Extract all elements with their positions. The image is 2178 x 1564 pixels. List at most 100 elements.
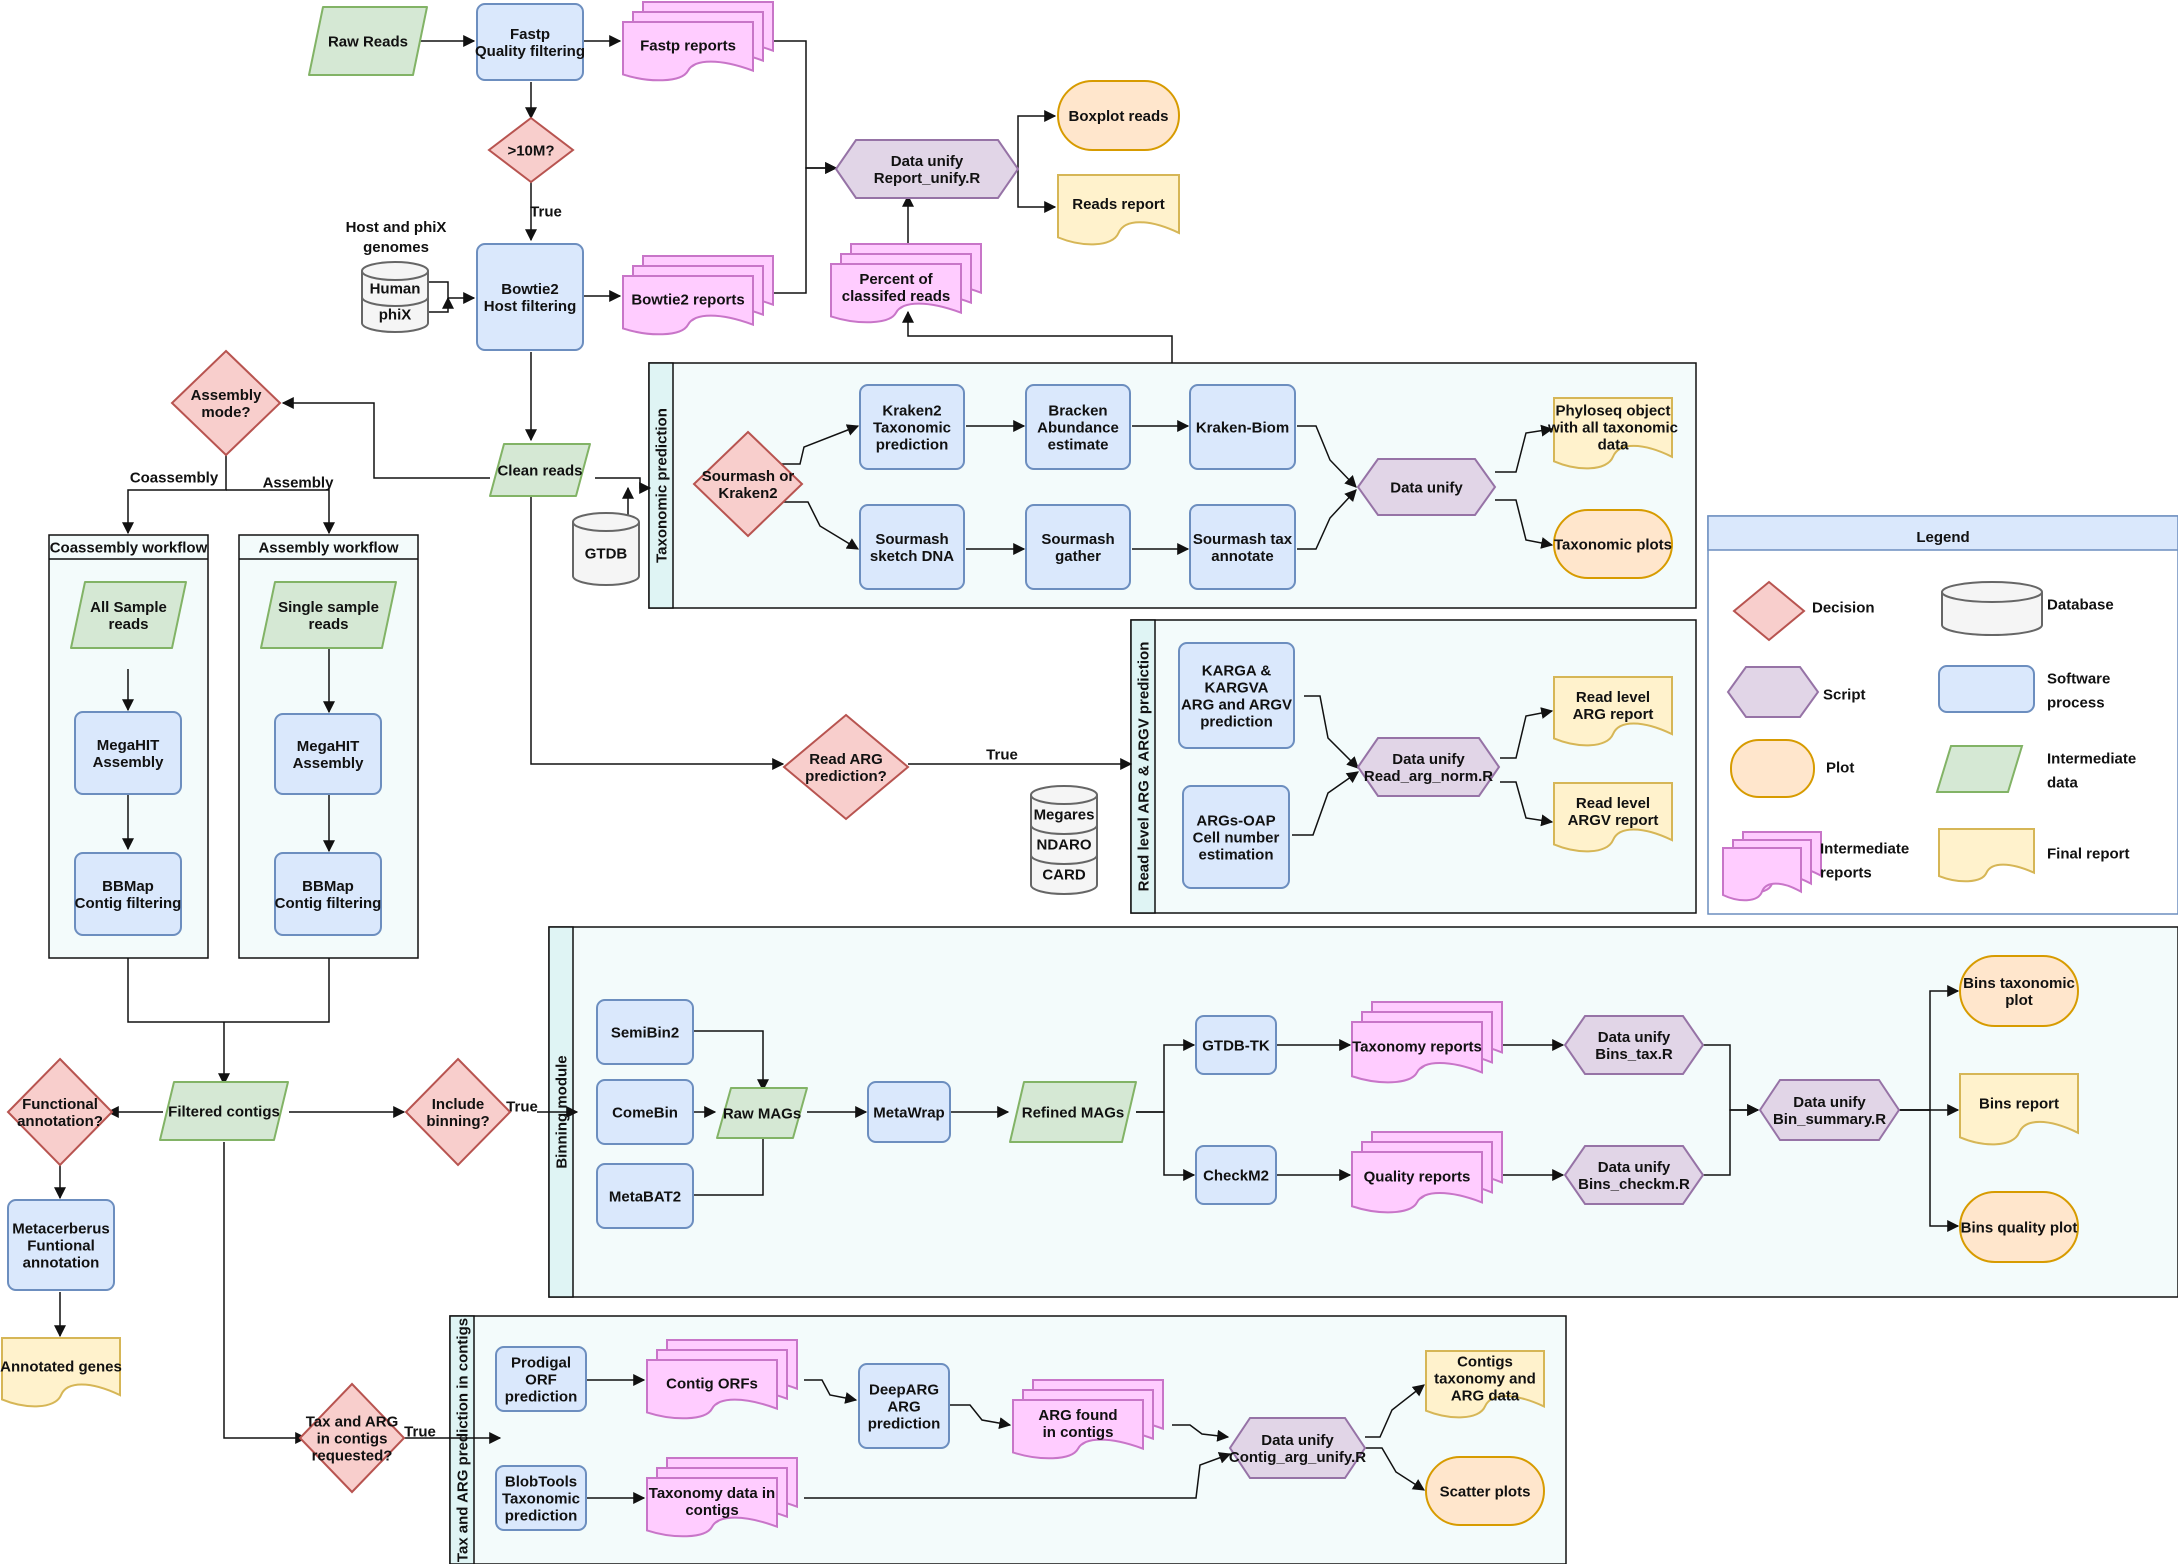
scatter-plots-label: Scatter plots <box>1440 1483 1531 1500</box>
gt10m-decision: >10M? <box>487 116 575 184</box>
flow-arrow <box>1136 1111 1196 1181</box>
metabat2-label: MetaBAT2 <box>609 1188 681 1205</box>
true-4-label: True <box>404 1424 436 1441</box>
flow-arrow <box>693 1126 769 1196</box>
refined-mags-intermediate-data: Refined MAGs <box>1009 1081 1137 1143</box>
db-megares-label: Megares <box>1034 806 1095 823</box>
true-1-label: True <box>530 204 562 221</box>
comebin-label: ComeBin <box>612 1104 678 1121</box>
flow-arrow <box>1500 781 1554 827</box>
raw-mags-intermediate-data: Raw MAGs <box>716 1087 808 1139</box>
true-3-label: True <box>506 1099 538 1116</box>
flow-arrow <box>1172 1424 1230 1442</box>
taxonomy-reports-label: Taxonomy reports <box>1352 1038 1482 1055</box>
flow-arrow <box>1899 1109 1960 1232</box>
boxplot-reads-label: Boxplot reads <box>1068 108 1168 125</box>
data-unify-tax-label: Data unify <box>1390 479 1463 496</box>
flow-arrow <box>428 296 454 313</box>
annotated-genes-label: Annotated genes <box>0 1358 122 1375</box>
flow-arrow <box>1297 425 1357 488</box>
taxonomic-plots-label: Taxonomic plots <box>1554 536 1672 553</box>
semibin2-process: SemiBin2 <box>596 999 694 1065</box>
assembly-edge-edge-label: Assembly <box>263 475 335 492</box>
legend-database-label: Database <box>2047 597 2114 614</box>
flow-arrow <box>804 1452 1232 1499</box>
fastp-reports-label: Fastp reports <box>640 37 736 54</box>
metawrap-label: MetaWrap <box>873 1104 944 1121</box>
true-1-edge-label: True <box>530 204 562 221</box>
raw-reads-label: Raw Reads <box>328 33 408 50</box>
taxonomy-reports-intermediate-reports: Taxonomy reports <box>1351 1001 1503 1084</box>
flow-arrow <box>595 477 652 494</box>
flow-arrow <box>772 162 838 294</box>
flow-arrow <box>122 455 227 535</box>
flow-arrow <box>1304 695 1359 769</box>
gtdb-db-database: GTDB <box>572 512 640 586</box>
quality-reports-intermediate-reports: Quality reports <box>1351 1131 1503 1214</box>
bowtie2-reports-label: Bowtie2 reports <box>631 291 744 308</box>
flow-arrow <box>804 1379 858 1404</box>
metawrap-process: MetaWrap <box>867 1081 951 1143</box>
legend-script-label: Script <box>1823 687 1866 704</box>
clean-reads-label: Clean reads <box>497 462 582 479</box>
checkm2-label: CheckM2 <box>1203 1167 1269 1184</box>
coassembly-edge-label: Coassembly <box>130 470 219 487</box>
fastp-reports-intermediate-reports: Fastp reports <box>622 1 774 82</box>
db-card-label: CARD <box>1042 866 1085 883</box>
flow-arrow <box>1292 771 1359 836</box>
flow-arrow <box>530 496 785 770</box>
flow-arrow <box>693 1030 769 1092</box>
flow-arrow <box>1500 707 1554 759</box>
legend-title-label: Legend <box>1916 529 1969 546</box>
true-2-label: True <box>986 747 1018 764</box>
gt10m-label: >10M? <box>507 142 554 159</box>
assembly-workflow-label: Assembly workflow <box>258 539 398 556</box>
flow-arrow <box>1365 1384 1425 1438</box>
true-4-edge-label: True <box>404 1424 436 1441</box>
reads-report-final-report: Reads report <box>1057 174 1180 246</box>
true-2-edge-label: True <box>986 747 1018 764</box>
